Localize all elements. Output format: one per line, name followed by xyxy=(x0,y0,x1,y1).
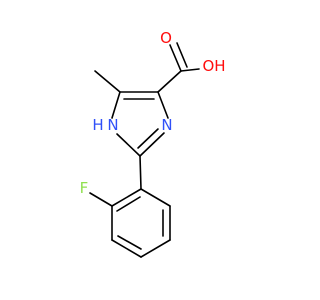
atom-label-ring-nh: H xyxy=(92,116,103,134)
bond-layer xyxy=(89,42,200,258)
bond-phenyl-d xyxy=(140,239,171,258)
bond-c-fluorine xyxy=(89,192,113,207)
bond-carboxyl-oxygen-double xyxy=(176,42,188,68)
bond-c2-phenyl xyxy=(139,155,142,190)
bond-methyl xyxy=(94,70,121,93)
bond-carboxyl-oxygen xyxy=(169,44,182,72)
bond-n1-c5 xyxy=(111,91,121,119)
bond-c4-n3 xyxy=(157,91,169,119)
atom-label-ring-nitrogen: N xyxy=(161,116,172,134)
bond-carboxyl-hydroxyl xyxy=(180,68,200,72)
bond-phenyl-c xyxy=(111,239,142,258)
atom-label-layer: O OH N H N F xyxy=(80,29,226,197)
bond-n3-c2 xyxy=(139,132,165,157)
bond-phenyl-a xyxy=(111,188,142,207)
bond-phenyl-f xyxy=(140,188,171,207)
bond-n3-c2-double xyxy=(137,128,159,149)
atom-label-hydroxyl: OH xyxy=(202,57,225,75)
bond-c2-n1 xyxy=(116,133,141,157)
bond-phenyl-a-double xyxy=(116,196,141,212)
chemical-structure-diagram: O OH N H N F xyxy=(80,29,226,258)
atom-label-fluorine: F xyxy=(80,179,89,197)
atom-label-ring-nh-n: N xyxy=(107,116,118,134)
atom-label-oxygen: O xyxy=(160,29,172,47)
bond-c4-carboxyl xyxy=(157,70,182,93)
bond-phenyl-c-double xyxy=(117,235,142,250)
